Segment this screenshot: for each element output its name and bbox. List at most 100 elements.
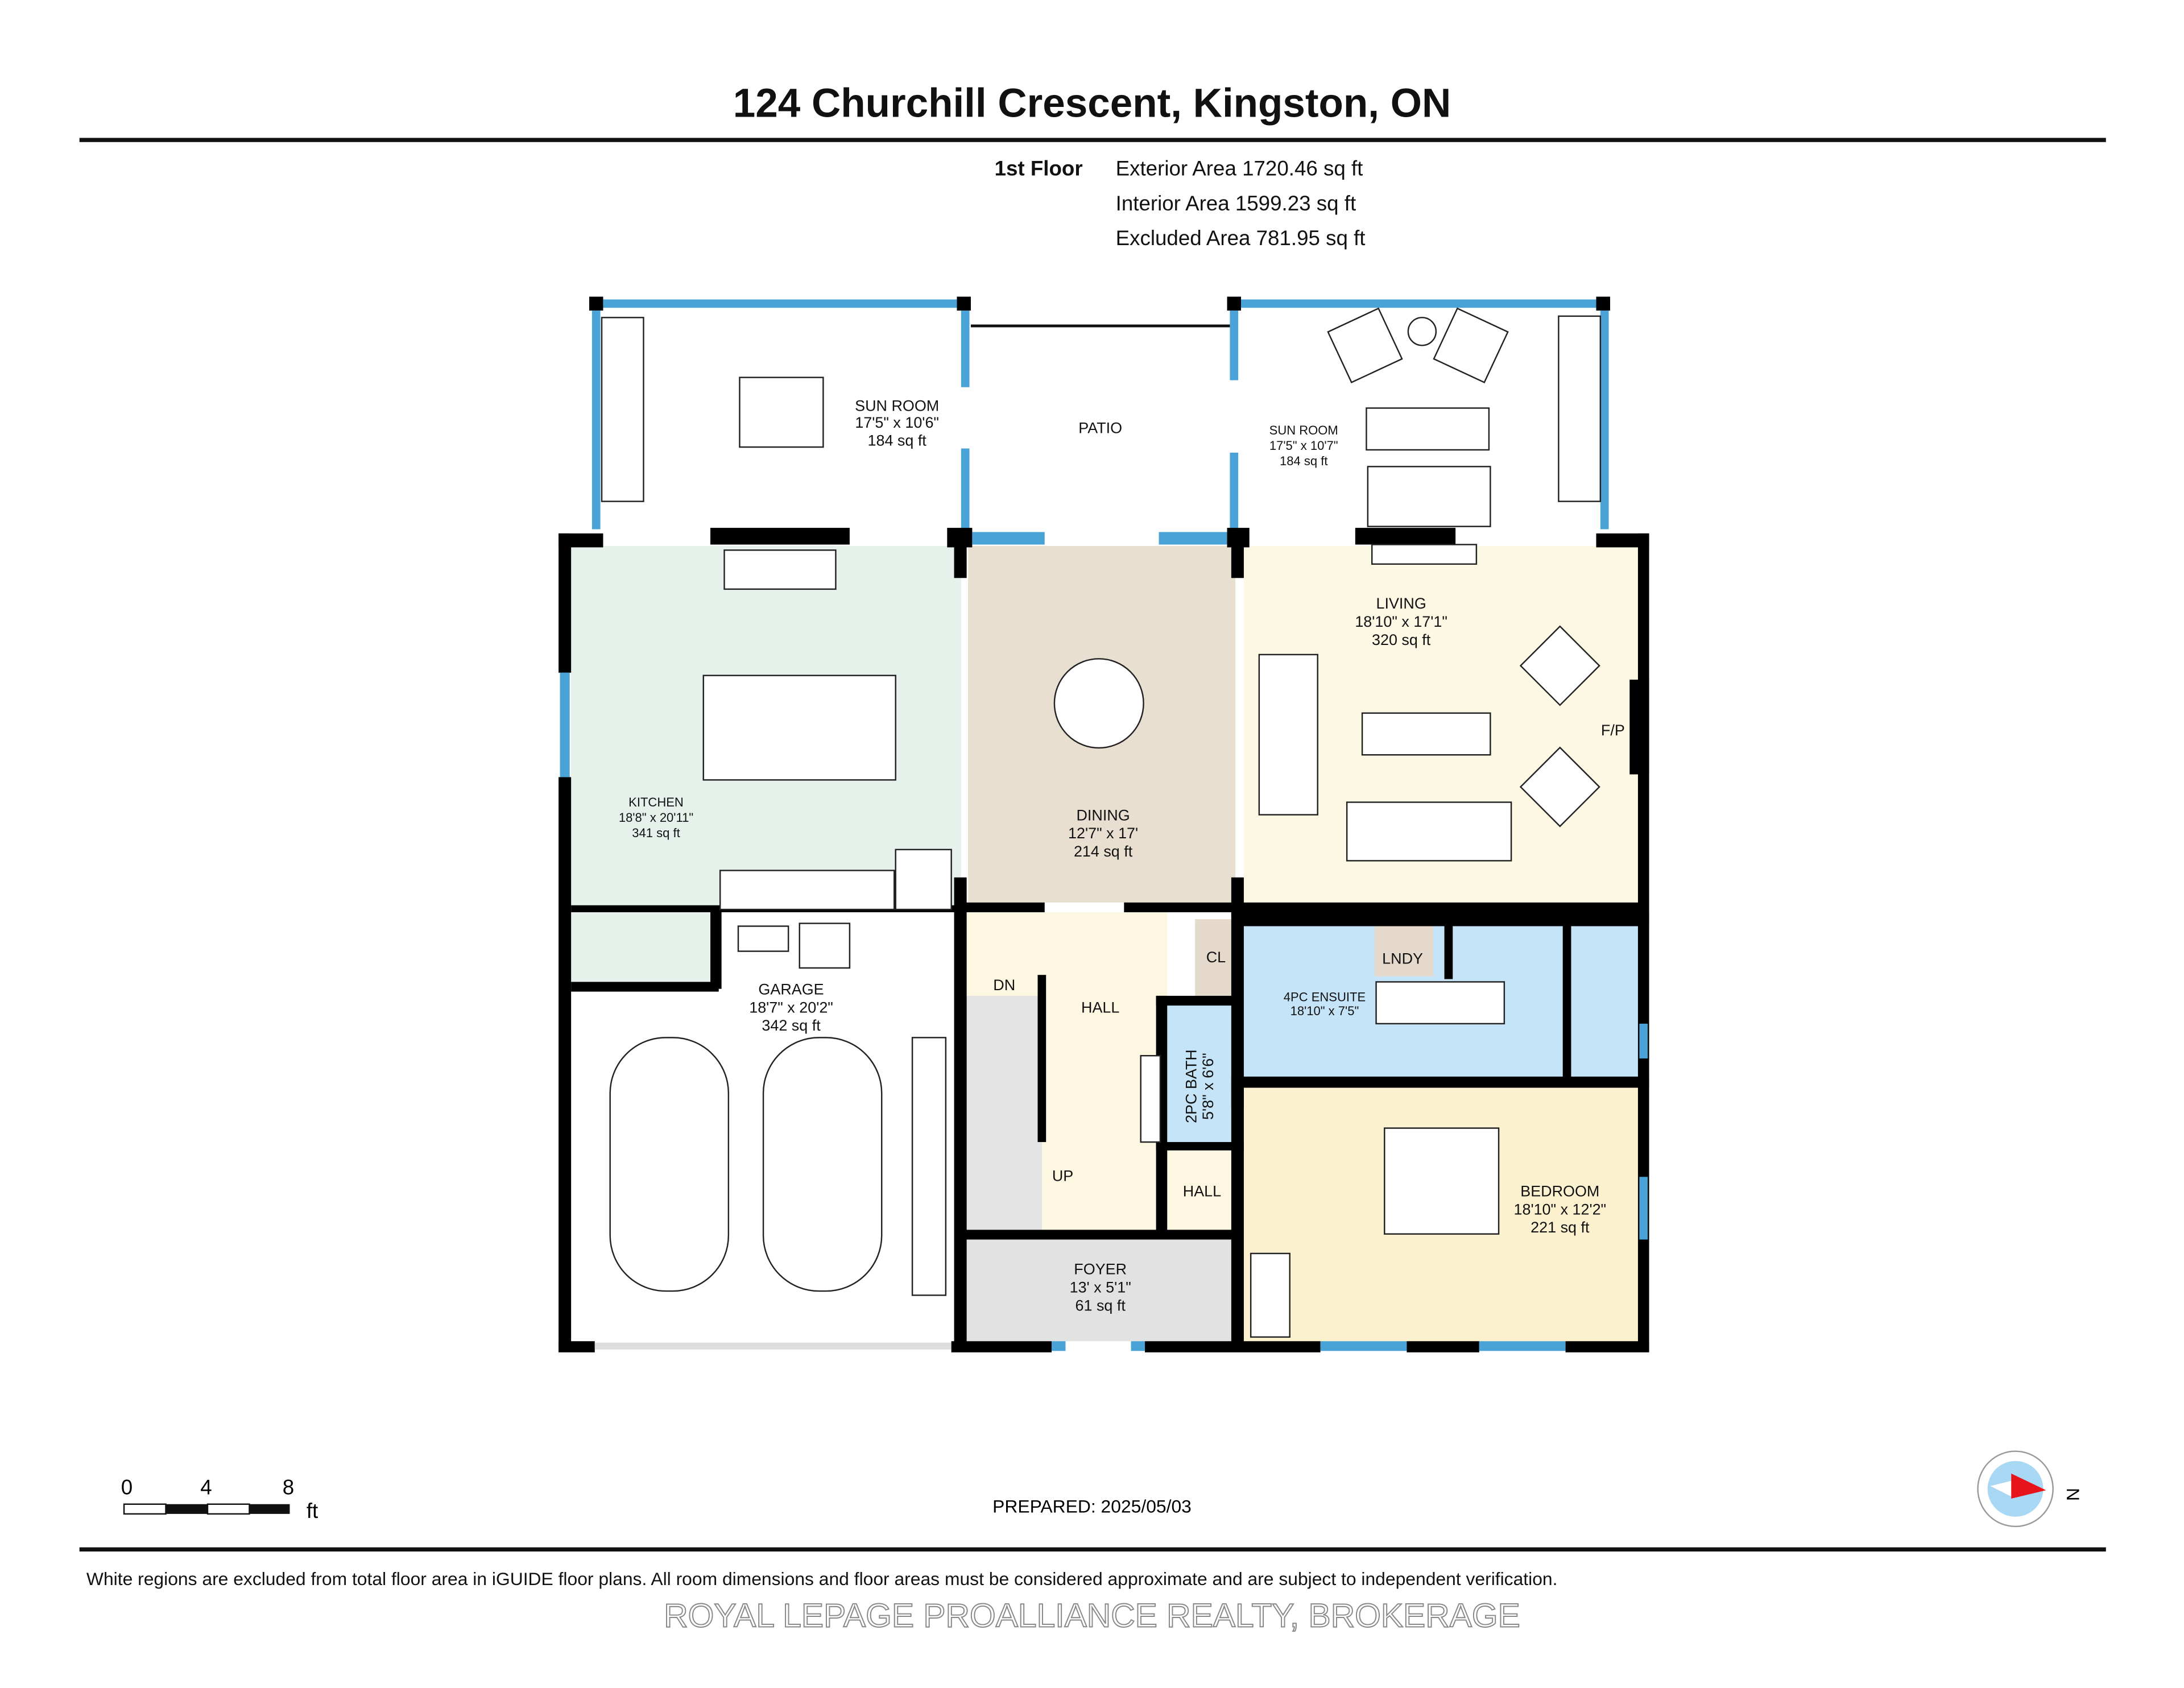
armchair [1519,625,1600,706]
room-area: 61 sq ft [1076,1297,1126,1314]
armchair [1519,746,1600,828]
room-dims: 17'5" x 10'7" [1269,438,1338,453]
small-hall-floor [1167,1149,1237,1233]
scale-bar: 0 4 8 ft [121,1476,318,1523]
foyer-floor [961,1239,1236,1342]
room-area: 221 sq ft [1531,1219,1590,1236]
floor-label: 1st Floor [995,157,1083,180]
room-name: FOYER [1074,1261,1127,1278]
room-dims: 18'10" x 17'1" [1355,613,1447,630]
laundry-floor [1375,926,1433,977]
sink-counter [723,549,837,590]
furnace [799,922,851,969]
room-area: 342 sq ft [762,1017,821,1034]
sunroom-left-label: SUN ROOM 17'5" x 10'6" 184 sq ft [855,397,939,449]
loveseat [1367,466,1491,527]
room-name: 2PC BATH [1183,1049,1200,1123]
room-dims: 17'5" x 10'6" [855,414,939,431]
compass-icon: N [1977,1450,2083,1528]
closet-label: CL [1206,949,1226,966]
garage-shelf [911,1037,947,1296]
bath-label: 2PC BATH 5'8" x 6'6" [1183,1049,1217,1123]
bench [1558,315,1602,502]
stairs-up-label: UP [1052,1168,1073,1185]
compass-north-label: N [2063,1488,2083,1501]
car [762,1037,883,1292]
interior-area: Interior Area 1599.23 sq ft [1116,192,1356,215]
bench [601,317,644,502]
room-area: 320 sq ft [1372,631,1431,648]
double-vanity [1375,981,1505,1025]
room-dims: 18'10" x 12'2" [1513,1201,1606,1218]
exterior-area: Exterior Area 1720.46 sq ft [1116,157,1363,180]
fridge [895,849,952,911]
sofa [1258,653,1318,816]
room-name: 4PC ENSUITE [1284,990,1366,1004]
foyer-label: FOYER 13' x 5'1" 61 sq ft [1070,1261,1131,1314]
header-divider [79,138,2106,142]
coffee-table [1366,407,1490,451]
room-area: 341 sq ft [632,826,680,840]
desk [1250,1252,1290,1338]
patio-label: PATIO [1078,420,1122,437]
side-table [1407,317,1437,346]
armchair [1433,307,1509,384]
water-heater [737,925,789,952]
laundry-label: LNDY [1382,950,1423,967]
scale-tick: 0 [121,1476,133,1499]
small-hall-label: HALL [1183,1183,1221,1200]
room-dims: 18'7" x 20'2" [749,999,833,1016]
hall-label: HALL [1081,999,1119,1016]
room-name: KITCHEN [628,795,684,809]
scale-tick: 4 [200,1476,212,1499]
car [609,1037,730,1292]
ensuite-label: 4PC ENSUITE 18'10" x 7'5" [1284,990,1366,1018]
kitchen-nook-floor [571,912,711,982]
room-fills [571,545,1640,1344]
dining-label: DINING 12'7" x 17' 214 sq ft [1068,806,1138,860]
scale-tick: 8 [283,1476,294,1499]
room-dims: 5'8" x 6'6" [1199,1053,1217,1120]
living-label: LIVING 18'10" x 17'1" 320 sq ft F/P [1355,595,1624,739]
kitchen-island [702,675,896,781]
room-area: 184 sq ft [1280,454,1327,468]
sunroom-right-label: SUN ROOM 17'5" x 10'7" 184 sq ft [1269,423,1338,468]
stairs-floor [963,995,1042,1236]
room-dims: 13' x 5'1" [1070,1279,1131,1296]
fireplace-label: F/P [1601,722,1625,739]
footer-divider [79,1547,2106,1552]
room-name: GARAGE [758,980,824,998]
coffee-table [1361,712,1491,756]
excluded-area: Excluded Area 781.95 sq ft [1116,226,1366,250]
disclaimer: White regions are excluded from total fl… [86,1569,1558,1589]
watermark: ROYAL LEPAGE PROALLIANCE REALTY, BROKERA… [664,1597,1520,1634]
sofa [1346,801,1512,862]
room-dims: 18'8" x 20'11" [619,810,693,825]
room-name: SUN ROOM [1269,423,1338,437]
hall-console [1140,1055,1161,1143]
room-dims: 18'10" x 7'5" [1290,1004,1359,1018]
bedroom-label: BEDROOM 18'10" x 12'2" 221 sq ft [1513,1183,1606,1236]
room-name: BEDROOM [1520,1183,1599,1200]
room-area: 184 sq ft [868,432,927,449]
armchair [1327,307,1403,384]
round-dining-table [1053,658,1144,749]
room-dims: 12'7" x 17' [1068,825,1138,842]
stove-counter [719,870,895,911]
scale-unit: ft [307,1499,318,1522]
furniture [601,307,1602,1338]
room-name: DINING [1076,806,1130,824]
room-name: SUN ROOM [855,397,939,414]
garage-label: GARAGE 18'7" x 20'2" 342 sq ft [749,980,833,1034]
prepared-date: PREPARED: 2025/05/03 [992,1496,1192,1516]
fireplace-insert [1371,544,1478,565]
kitchen-label: KITCHEN 18'8" x 20'11" 341 sq ft [619,795,693,840]
dining-table [739,377,824,448]
room-area: 214 sq ft [1074,843,1133,860]
bed [1384,1127,1500,1235]
stairs-down-label: DN [993,977,1015,994]
closet-floor [1195,919,1237,996]
room-name: LIVING [1376,595,1426,612]
page-title: 124 Churchill Crescent, Kingston, ON [733,81,1451,126]
